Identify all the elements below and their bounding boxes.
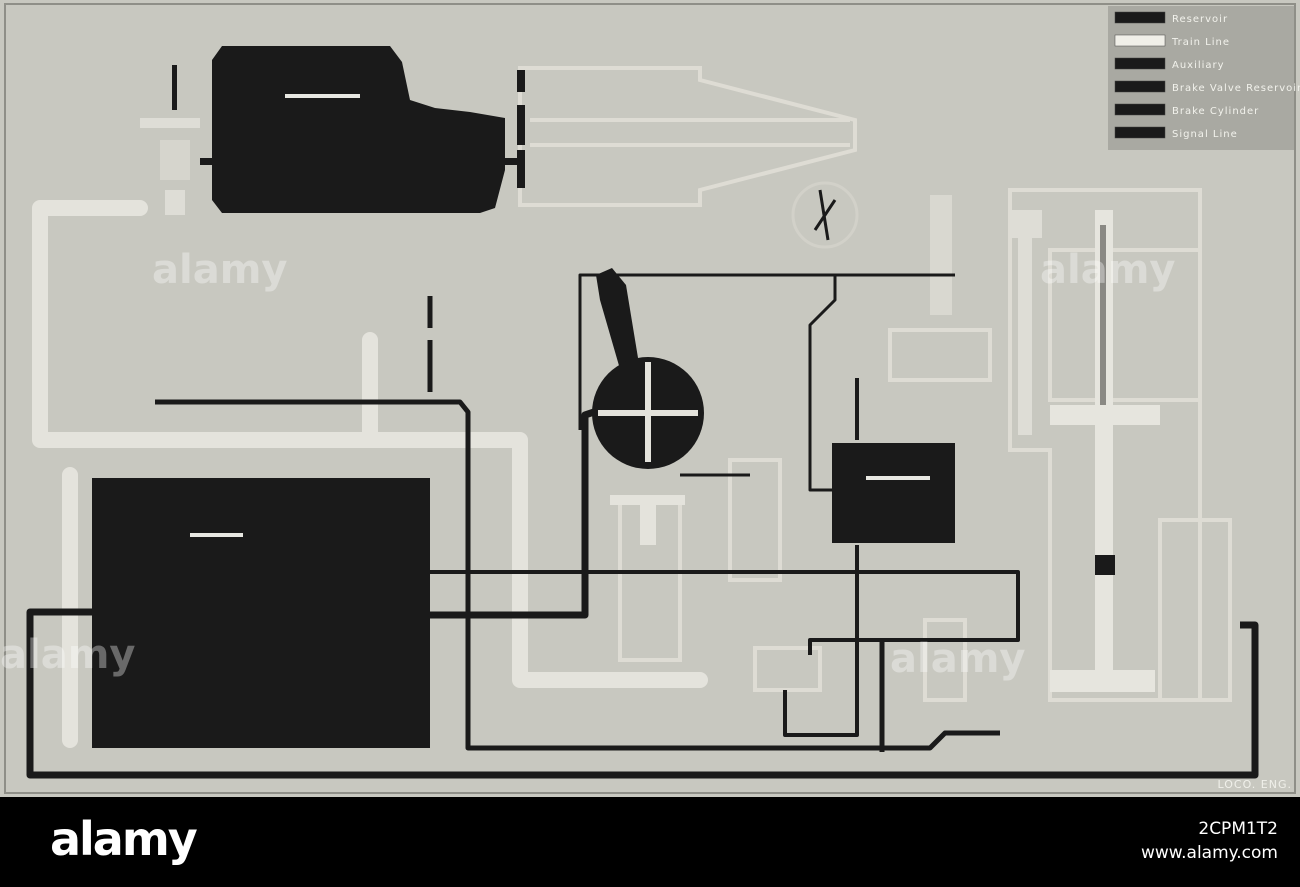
right-valve-column-left: [1018, 210, 1032, 435]
auxiliary-pipe: [155, 399, 1000, 751]
dark-piping: [26, 273, 1259, 779]
engraving-credit: LOCO. ENG.: [1218, 778, 1292, 791]
right-spring-column: [930, 195, 952, 315]
lower-tank-body: [92, 478, 430, 748]
watermark-overlay-3: alamy: [0, 632, 135, 678]
right-valve-crossbar: [1050, 405, 1160, 425]
gauge-needle: [813, 189, 837, 241]
legend-swatch-3: [1114, 80, 1166, 93]
gauge-dial: [791, 181, 859, 249]
right-valve-plunger: [1095, 555, 1115, 575]
upper-tank-left-valve-block: [160, 140, 190, 180]
cylinder-outline: [518, 66, 857, 207]
upper-tank-left-valve-bar: [140, 118, 200, 128]
main-loop-pipe: [26, 608, 1259, 779]
upper-tank-label-bar: [285, 94, 360, 98]
legend-label-2: Auxiliary: [1172, 60, 1225, 71]
watermark-band: [0, 797, 1300, 887]
signal-line-upper: [578, 273, 955, 430]
signal-gauge: [791, 181, 859, 249]
image-id: 2CPM1T2: [1198, 819, 1278, 839]
brake-valve-ports: [598, 362, 698, 462]
gauge-outline: [1048, 248, 1202, 402]
train-line-piping: [32, 200, 708, 748]
train-line-loop: [32, 200, 708, 688]
right-valve-stem: [1100, 225, 1106, 405]
legend-swatch-4: [1114, 103, 1166, 116]
plate-border: [4, 3, 1296, 794]
legend-swatch-5: [1114, 126, 1166, 139]
watermark-overlay-4: alamy: [890, 636, 1025, 682]
signal-line-drop: [808, 275, 837, 492]
small-fitting-outline: [728, 458, 782, 582]
pump-outline: [1158, 518, 1232, 702]
watermark-overlay-2: alamy: [1040, 247, 1175, 293]
brake-valve-stem: [640, 505, 656, 545]
legend-panel: [1108, 6, 1296, 150]
brake-valve-handle: [596, 268, 640, 376]
right-valve-cap-left: [1010, 210, 1042, 238]
brake-valve-reservoir-box: [832, 443, 955, 543]
legend-label-3: Brake Valve Reservoir: [1172, 83, 1300, 94]
watermark-overlay-1: alamy: [152, 247, 287, 293]
legend-swatch-2: [1114, 57, 1166, 70]
alamy-logo: alamy: [50, 812, 198, 866]
upper-tank-left-valve-foot: [165, 190, 185, 215]
right-valve-foot: [1050, 670, 1155, 692]
pipe-coupling-outline: [753, 646, 822, 692]
engineers-brake-valve: [592, 268, 704, 545]
valve-body-outline: [888, 328, 992, 382]
relief-valve-outline: [923, 618, 967, 702]
upper-tank-rod: [200, 158, 522, 165]
legend-label-1: Train Line: [1171, 37, 1230, 48]
lower-tank-label-bar: [190, 533, 243, 537]
upper-tank-body: [212, 46, 505, 213]
main-reservoir-lower: [92, 478, 430, 748]
brake-cylinder-line: [430, 570, 1020, 655]
legend-label-0: Reservoir: [1172, 14, 1228, 25]
upper-tank-flange-2: [517, 105, 525, 145]
ghost-outlines: [518, 66, 1232, 702]
right-valve-assembly: [930, 195, 1160, 692]
main-reservoir-upper: [140, 46, 525, 215]
triple-valve-outline: [1008, 188, 1202, 702]
upper-tank-flange-1: [517, 70, 525, 92]
upper-tank-left-valve-stem: [172, 65, 177, 110]
brake-valve-reservoir: [832, 443, 955, 543]
legend-label-5: Signal Line: [1172, 129, 1238, 140]
legend-swatch-0: [1114, 11, 1166, 24]
site-url: www.alamy.com: [1140, 843, 1278, 863]
brake-valve-reservoir-drop: [783, 378, 859, 737]
upper-tank-flange-3: [517, 150, 525, 188]
legend-label-4: Brake Cylinder: [1172, 106, 1259, 117]
overlay-watermarks: alamy alamy alamy alamy: [0, 247, 1175, 682]
cylinder-rod-outline: [530, 118, 850, 147]
brake-valve-reservoir-label-bar: [866, 476, 930, 480]
legend-swatch-1: [1114, 34, 1166, 47]
brake-valve-base: [610, 495, 685, 505]
